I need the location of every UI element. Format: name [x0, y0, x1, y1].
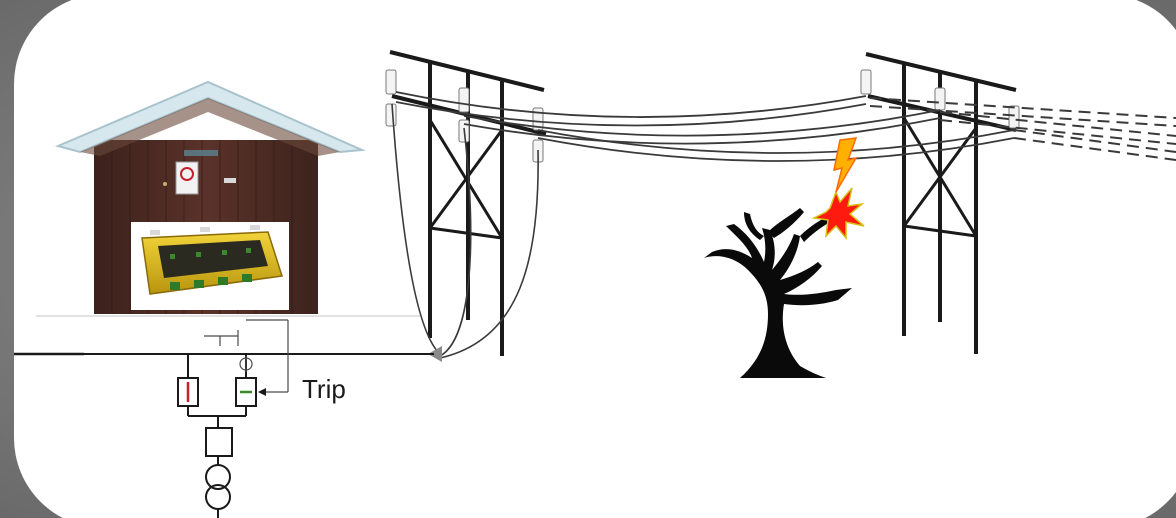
warning-sign	[176, 162, 198, 194]
circuit-breaker-icon	[178, 378, 198, 406]
bus-box	[206, 428, 232, 456]
fault-recorder-device-icon	[131, 222, 289, 310]
trip-label: Trip	[302, 374, 346, 404]
tripped-breaker-icon	[236, 378, 256, 406]
